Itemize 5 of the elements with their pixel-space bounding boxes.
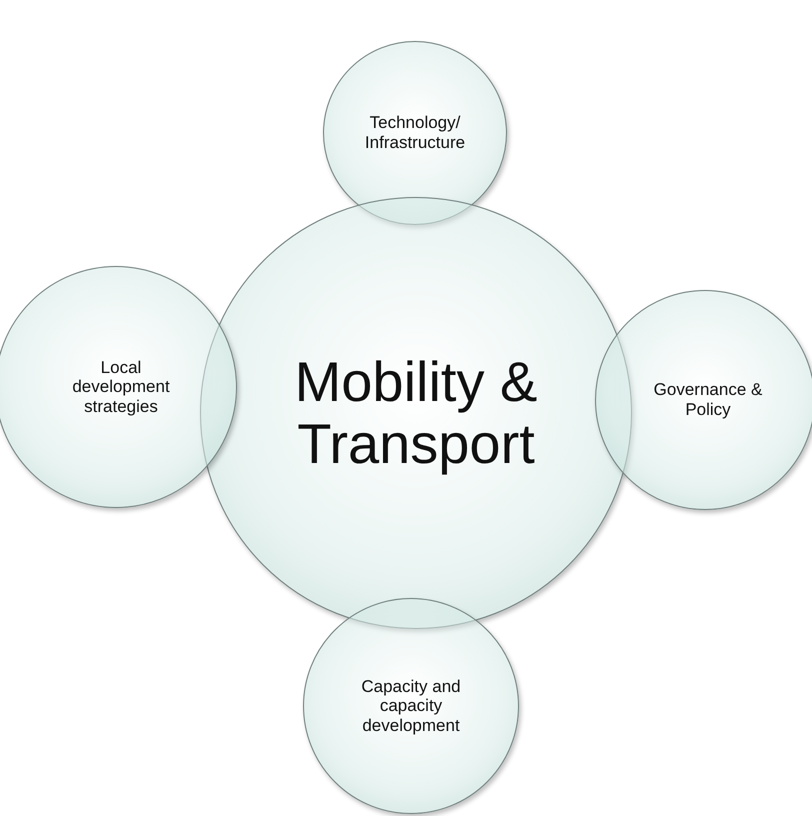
circle-label: Capacity and capacity development [360,676,462,736]
circle-label: Technology/ Infrastructure [364,113,466,153]
circle-label: Local development strategies [71,358,171,416]
central-title: Mobility & Transport [294,351,538,475]
circle-label: Governance & Policy [652,380,764,420]
